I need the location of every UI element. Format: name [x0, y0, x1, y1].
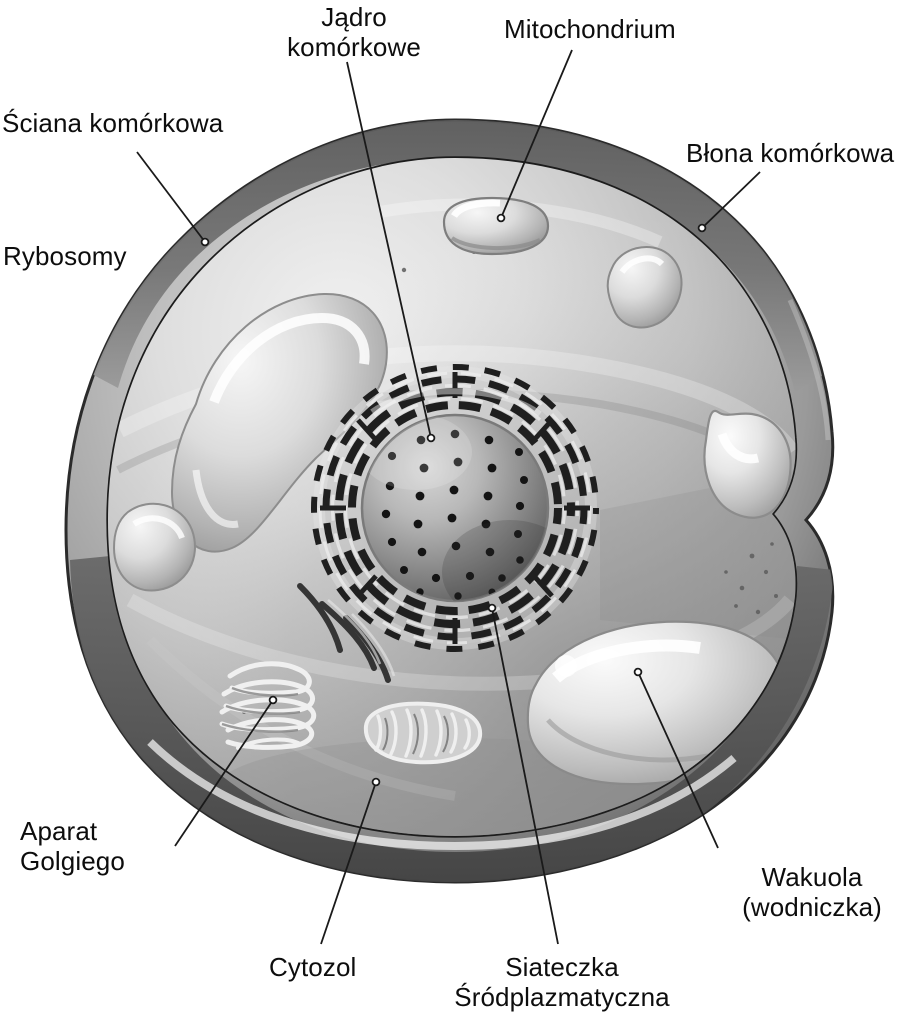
leader-lines — [136, 49, 761, 945]
leader-golgi-dot — [268, 695, 278, 705]
label-aparat-golgiego: Aparat Golgiego — [20, 816, 125, 876]
label-line-1: Aparat — [20, 816, 98, 846]
label-wakuola: Wakuola (wodniczka) — [726, 862, 898, 922]
leader-jadro — [346, 61, 436, 443]
leader-cytozol — [320, 777, 381, 945]
label-blona-komorkowa: Błona komórkowa — [686, 138, 894, 168]
nuclear-pores — [381, 429, 528, 600]
label-line-2: (wodniczka) — [742, 892, 882, 922]
leader-jadro-dot — [426, 433, 436, 443]
label-siateczka-srodplazmatyczna: Siateczka Śródplazmatyczna — [432, 952, 692, 1012]
label-line-1: Błona komórkowa — [686, 138, 895, 168]
leader-wakuola-dot — [633, 667, 643, 677]
golgi-apparatus — [219, 661, 317, 750]
label-line-2: komórkowe — [287, 32, 421, 62]
leader-siateczka-dot — [487, 603, 497, 613]
leader-golgi — [174, 695, 278, 847]
organelle-upper-right — [606, 245, 683, 329]
label-line-1: Mitochondrium — [504, 14, 676, 44]
label-line-1: Siateczka — [505, 952, 619, 982]
label-jadro-komorkowe: Jądro komórkowe — [264, 2, 444, 62]
label-line-1: Jądro — [321, 2, 387, 32]
leader-sciana-dot — [200, 237, 210, 247]
label-cytozol: Cytozol — [269, 952, 356, 982]
label-line-1: Cytozol — [269, 952, 357, 982]
label-sciana-komorkowa: Ściana komórkowa — [2, 108, 223, 138]
mitochondrion-top — [442, 196, 550, 256]
label-line-2: Golgiego — [20, 846, 125, 876]
leader-mitochondrium-dot — [496, 213, 506, 223]
label-mitochondrium: Mitochondrium — [504, 14, 676, 44]
endoplasmic-reticulum — [297, 364, 599, 683]
leader-wakuola — [633, 667, 719, 849]
label-line-1: Wakuola — [761, 862, 863, 892]
leader-mitochondrium — [496, 49, 573, 223]
label-rybosomy: Rybosomy — [3, 241, 127, 271]
plastid-upper-left — [170, 292, 388, 553]
mitochondrion-bottom — [363, 701, 483, 765]
leader-blona-dot — [697, 223, 707, 233]
leader-sciana — [136, 151, 210, 247]
leader-siateczka — [487, 603, 559, 945]
leader-cytozol-dot — [371, 777, 381, 787]
label-line-1: Ściana komórkowa — [2, 108, 224, 138]
label-line-2: Śródplazmatyczna — [454, 982, 670, 1012]
vacuole-right-upper — [703, 409, 792, 519]
nuclear-envelope-sheen — [370, 388, 542, 417]
leader-blona — [697, 171, 761, 233]
label-line-1: Rybosomy — [3, 241, 127, 271]
organelle-left-small — [112, 502, 196, 592]
